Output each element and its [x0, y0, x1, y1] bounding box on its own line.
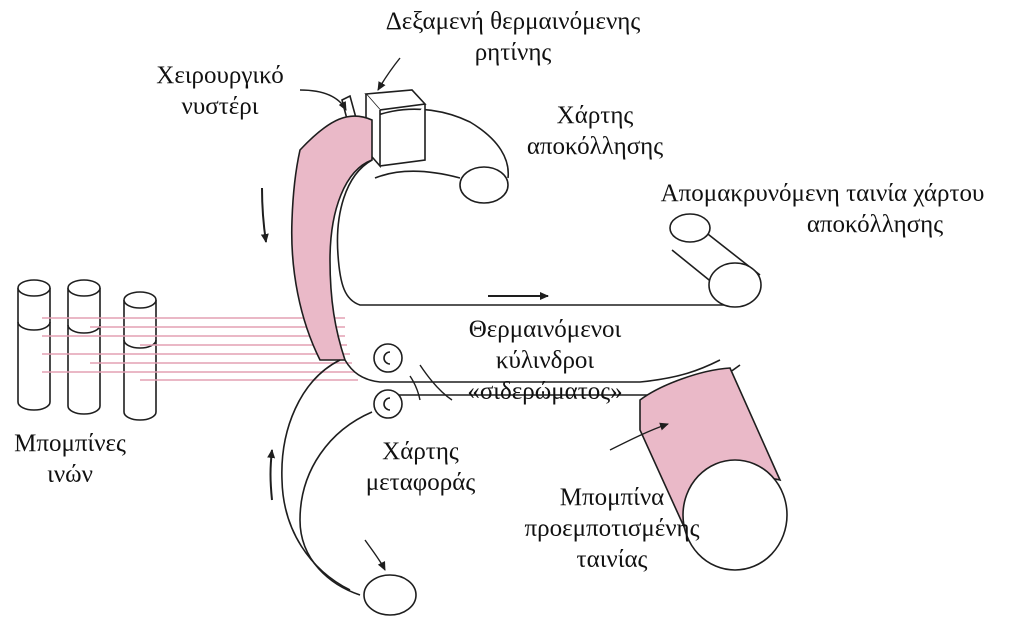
transfer-paper-label-line1: Χάρτης [338, 436, 503, 467]
transfer-paper-label: Χάρτης μεταφοράς [338, 436, 503, 498]
fiber-bobbins [18, 280, 156, 420]
transfer-paper-label-line2: μεταφοράς [338, 467, 503, 498]
scalpel-label-line1: Χειρουργικό [130, 60, 310, 91]
removed-release-paper-label: Απομακρυνόμενη ταινία χάρτου αποκόλλησης [615, 178, 1030, 240]
removed-release-paper-label-line2: αποκόλλησης [615, 209, 1030, 240]
removed-release-paper-label-line1: Απομακρυνόμενη ταινία χάρτου [615, 178, 1030, 209]
resin-tank-label-line1: Δεξαμενή θερμαινόμενης [358, 6, 668, 37]
resin-band [292, 116, 372, 360]
prepreg-bobbin-label-line1: Μπομπίνα [492, 482, 732, 513]
ironing-rollers-label-line3: «σιδερώματος» [425, 376, 665, 407]
prepreg-bobbin-label: Μπομπίνα προεμποτισμένης ταινίας [492, 482, 732, 575]
resin-tank-label: Δεξαμενή θερμαινόμενης ρητίνης [358, 6, 668, 68]
ironing-rollers-label-line2: κύλινδροι [425, 345, 665, 376]
release-paper-label-line1: Χάρτης [495, 100, 695, 131]
ironing-rollers-label-line1: Θερμαινόμενοι [425, 314, 665, 345]
fiber-bobbins-label: Μπομπίνες ινών [0, 428, 140, 490]
fiber-bobbins-label-line2: ινών [0, 459, 140, 490]
prepreg-bobbin-label-line2: προεμποτισμένης [492, 513, 732, 544]
ironing-rollers-label: Θερμαινόμενοι κύλινδροι «σιδερώματος» [425, 314, 665, 407]
fiber-bobbins-label-line1: Μπομπίνες [0, 428, 140, 459]
release-paper-label-line2: αποκόλλησης [495, 131, 695, 162]
scalpel-label-line2: νυστέρι [130, 91, 310, 122]
prepreg-bobbin-label-line3: ταινίας [492, 544, 732, 575]
resin-tank-label-line2: ρητίνης [358, 37, 668, 68]
scalpel-label: Χειρουργικό νυστέρι [130, 60, 310, 122]
release-paper-label: Χάρτης αποκόλλησης [495, 100, 695, 162]
